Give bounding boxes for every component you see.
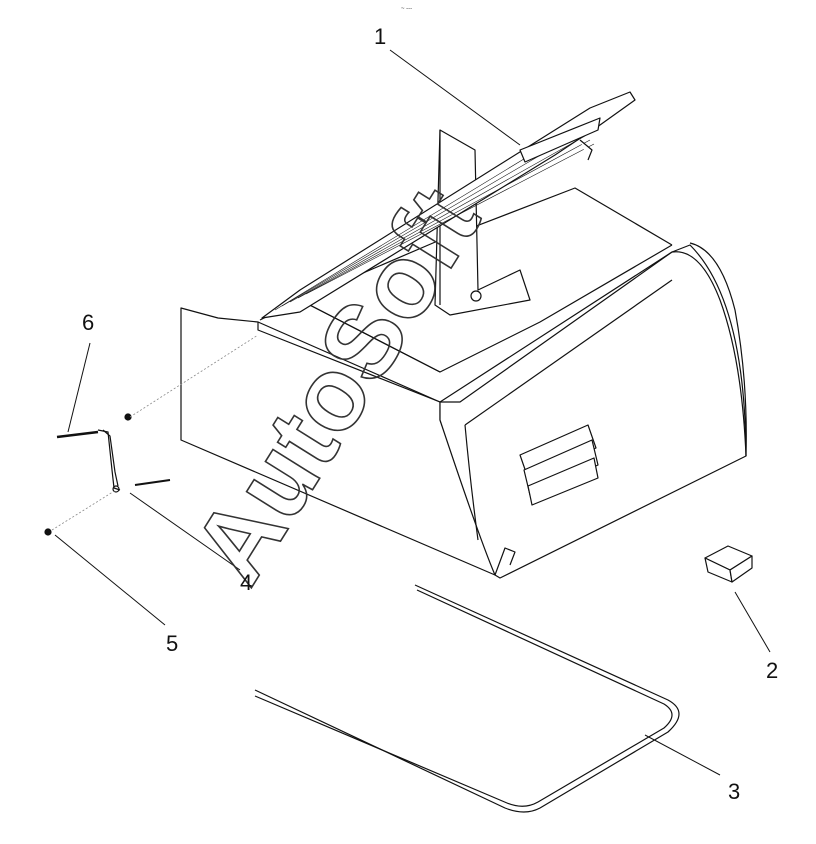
callout-2: 2: [766, 658, 779, 683]
callout-5: 5: [166, 631, 179, 656]
top-mark: ~ ---: [401, 6, 412, 12]
glovebox-body: [180, 129, 747, 579]
assembly-lines: [51, 334, 259, 531]
callout-6: 6: [82, 310, 95, 335]
seal-strip: [254, 584, 680, 813]
bumper-cube: [704, 545, 753, 583]
hinge-pin-assembly: [44, 413, 171, 536]
leader-lines: [54, 49, 771, 776]
glovebox-lid: [261, 91, 636, 319]
callout-3: 3: [728, 779, 741, 804]
callout-1: 1: [374, 24, 387, 49]
callout-4: 4: [240, 570, 253, 595]
